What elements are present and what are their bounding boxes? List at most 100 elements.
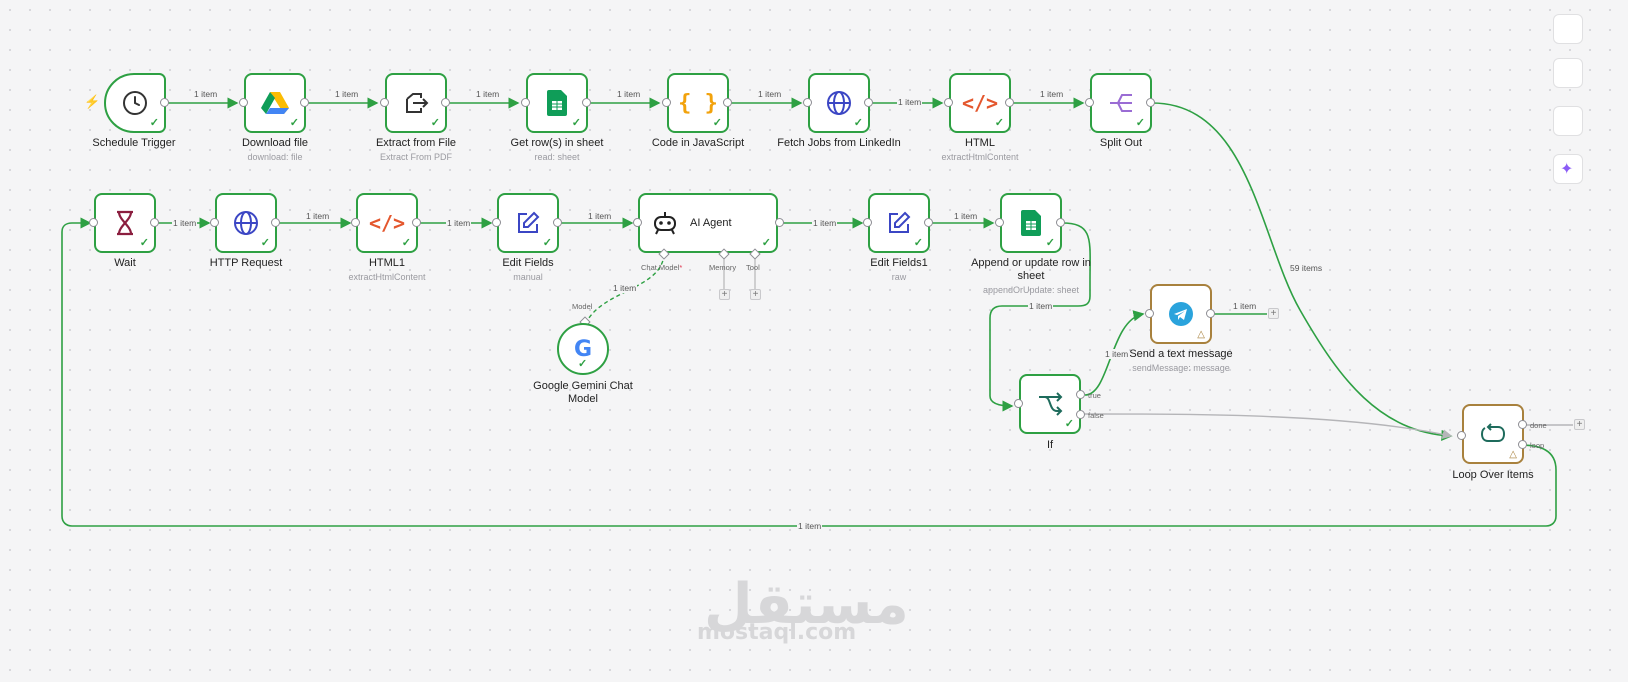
node-html[interactable]: </> ✓: [949, 73, 1011, 133]
node-label: Google Gemini Chat Model: [533, 380, 633, 405]
node-label: Append or update row in sheet: [971, 257, 1091, 282]
node-wait[interactable]: ✓: [94, 193, 156, 253]
node-extract-from-file[interactable]: ✓: [385, 73, 447, 133]
telegram-icon: [1169, 302, 1193, 326]
node-label: Send a text message: [1129, 348, 1233, 360]
node-html1[interactable]: </> ✓: [356, 193, 418, 253]
true-output-port[interactable]: [1076, 390, 1085, 399]
node-split-out[interactable]: ✓: [1090, 73, 1152, 133]
input-port[interactable]: [1014, 399, 1023, 408]
node-send-a-text-message[interactable]: △: [1150, 284, 1212, 344]
success-check-icon: ✓: [401, 237, 411, 249]
output-port[interactable]: [1005, 98, 1014, 107]
node-download-file[interactable]: ✓: [244, 73, 306, 133]
node-ai-agent[interactable]: AI Agent ✓: [638, 193, 778, 253]
google-sheets-icon: [1021, 210, 1041, 236]
success-check-icon: ✓: [853, 117, 863, 129]
input-port[interactable]: [863, 218, 872, 227]
output-port[interactable]: [553, 218, 562, 227]
node-code-in-javascript[interactable]: { } ✓: [667, 73, 729, 133]
input-port[interactable]: [492, 218, 501, 227]
node-label: Loop Over Items: [1452, 469, 1534, 481]
node-fetch-jobs-from-linkedin[interactable]: ✓: [808, 73, 870, 133]
output-port[interactable]: [441, 98, 450, 107]
output-port[interactable]: [723, 98, 732, 107]
input-port[interactable]: [521, 98, 530, 107]
output-port[interactable]: [864, 98, 873, 107]
node-get-rows-in-sheet[interactable]: ✓: [526, 73, 588, 133]
ai-assistant-button[interactable]: ✦: [1553, 154, 1583, 184]
loop-icon: [1480, 423, 1506, 442]
output-port[interactable]: [1206, 309, 1215, 318]
node-sublabel: extractHtmlContent: [941, 152, 1019, 162]
zoom-out-button[interactable]: [1553, 106, 1583, 136]
node-append-or-update-row[interactable]: ✓: [1000, 193, 1062, 253]
input-port[interactable]: [944, 98, 953, 107]
node-label: HTTP Request: [209, 257, 283, 269]
output-port[interactable]: [582, 98, 591, 107]
node-schedule-trigger[interactable]: ✓: [104, 73, 166, 133]
done-output-port[interactable]: [1518, 420, 1527, 429]
node-label: Edit Fields: [502, 257, 554, 269]
input-port[interactable]: [995, 218, 1004, 227]
loop-output-port[interactable]: [1518, 440, 1527, 449]
output-port[interactable]: [412, 218, 421, 227]
add-tool-button[interactable]: +: [750, 289, 761, 300]
input-port[interactable]: [1457, 431, 1466, 440]
input-port[interactable]: [803, 98, 812, 107]
node-http-request[interactable]: ✓: [215, 193, 277, 253]
zoom-in-button[interactable]: [1553, 58, 1583, 88]
success-check-icon: ✓: [430, 117, 440, 129]
google-g-icon: G: [573, 336, 593, 362]
success-check-icon: ✓: [761, 237, 771, 249]
input-port[interactable]: [351, 218, 360, 227]
input-port[interactable]: [662, 98, 671, 107]
branch-icon: [1039, 392, 1063, 416]
node-google-gemini-chat-model[interactable]: G ✓: [557, 323, 609, 375]
input-port[interactable]: [239, 98, 248, 107]
input-port[interactable]: [89, 218, 98, 227]
false-output-port[interactable]: [1076, 410, 1085, 419]
globe-icon: [827, 91, 851, 115]
sparkle-icon: ✦: [1560, 161, 1574, 178]
output-port[interactable]: [150, 218, 159, 227]
node-edit-fields1[interactable]: ✓: [868, 193, 930, 253]
google-drive-icon: [261, 92, 289, 114]
node-label: HTML: [965, 137, 995, 149]
output-port[interactable]: [271, 218, 280, 227]
globe-icon: [234, 211, 258, 235]
memory-port-label: Memory: [709, 263, 737, 272]
output-port[interactable]: [160, 98, 169, 107]
success-check-icon: ✓: [994, 117, 1004, 129]
input-port[interactable]: [210, 218, 219, 227]
input-port[interactable]: [633, 218, 642, 227]
node-loop-over-items[interactable]: △: [1462, 404, 1524, 464]
output-port[interactable]: [1146, 98, 1155, 107]
node-label: If: [1046, 439, 1054, 451]
add-node-button[interactable]: +: [1574, 419, 1585, 430]
google-sheets-icon: [547, 90, 567, 116]
node-sublabel: manual: [513, 272, 543, 282]
success-check-icon: ✓: [571, 117, 581, 129]
edit-pencil-icon: [889, 211, 911, 233]
output-port[interactable]: [300, 98, 309, 107]
node-edit-fields[interactable]: ✓: [497, 193, 559, 253]
edge-label: 1 item: [1104, 349, 1130, 359]
zoom-to-fit-button[interactable]: [1553, 14, 1583, 44]
add-node-button[interactable]: +: [1268, 308, 1279, 319]
edge-label: 1 item: [797, 521, 823, 531]
node-if[interactable]: ✓: [1019, 374, 1081, 434]
hourglass-icon: [117, 210, 133, 236]
output-port[interactable]: [1056, 218, 1065, 227]
node-label: HTML1: [368, 257, 406, 269]
output-port[interactable]: [924, 218, 933, 227]
input-port[interactable]: [380, 98, 389, 107]
edge-label: 1 item: [172, 218, 198, 228]
input-port[interactable]: [1145, 309, 1154, 318]
input-port[interactable]: [1085, 98, 1094, 107]
warning-icon: △: [1509, 449, 1517, 460]
output-port[interactable]: [775, 218, 784, 227]
success-check-icon: ✓: [1135, 117, 1145, 129]
node-sublabel: Extract From PDF: [379, 152, 452, 162]
add-memory-button[interactable]: +: [719, 289, 730, 300]
